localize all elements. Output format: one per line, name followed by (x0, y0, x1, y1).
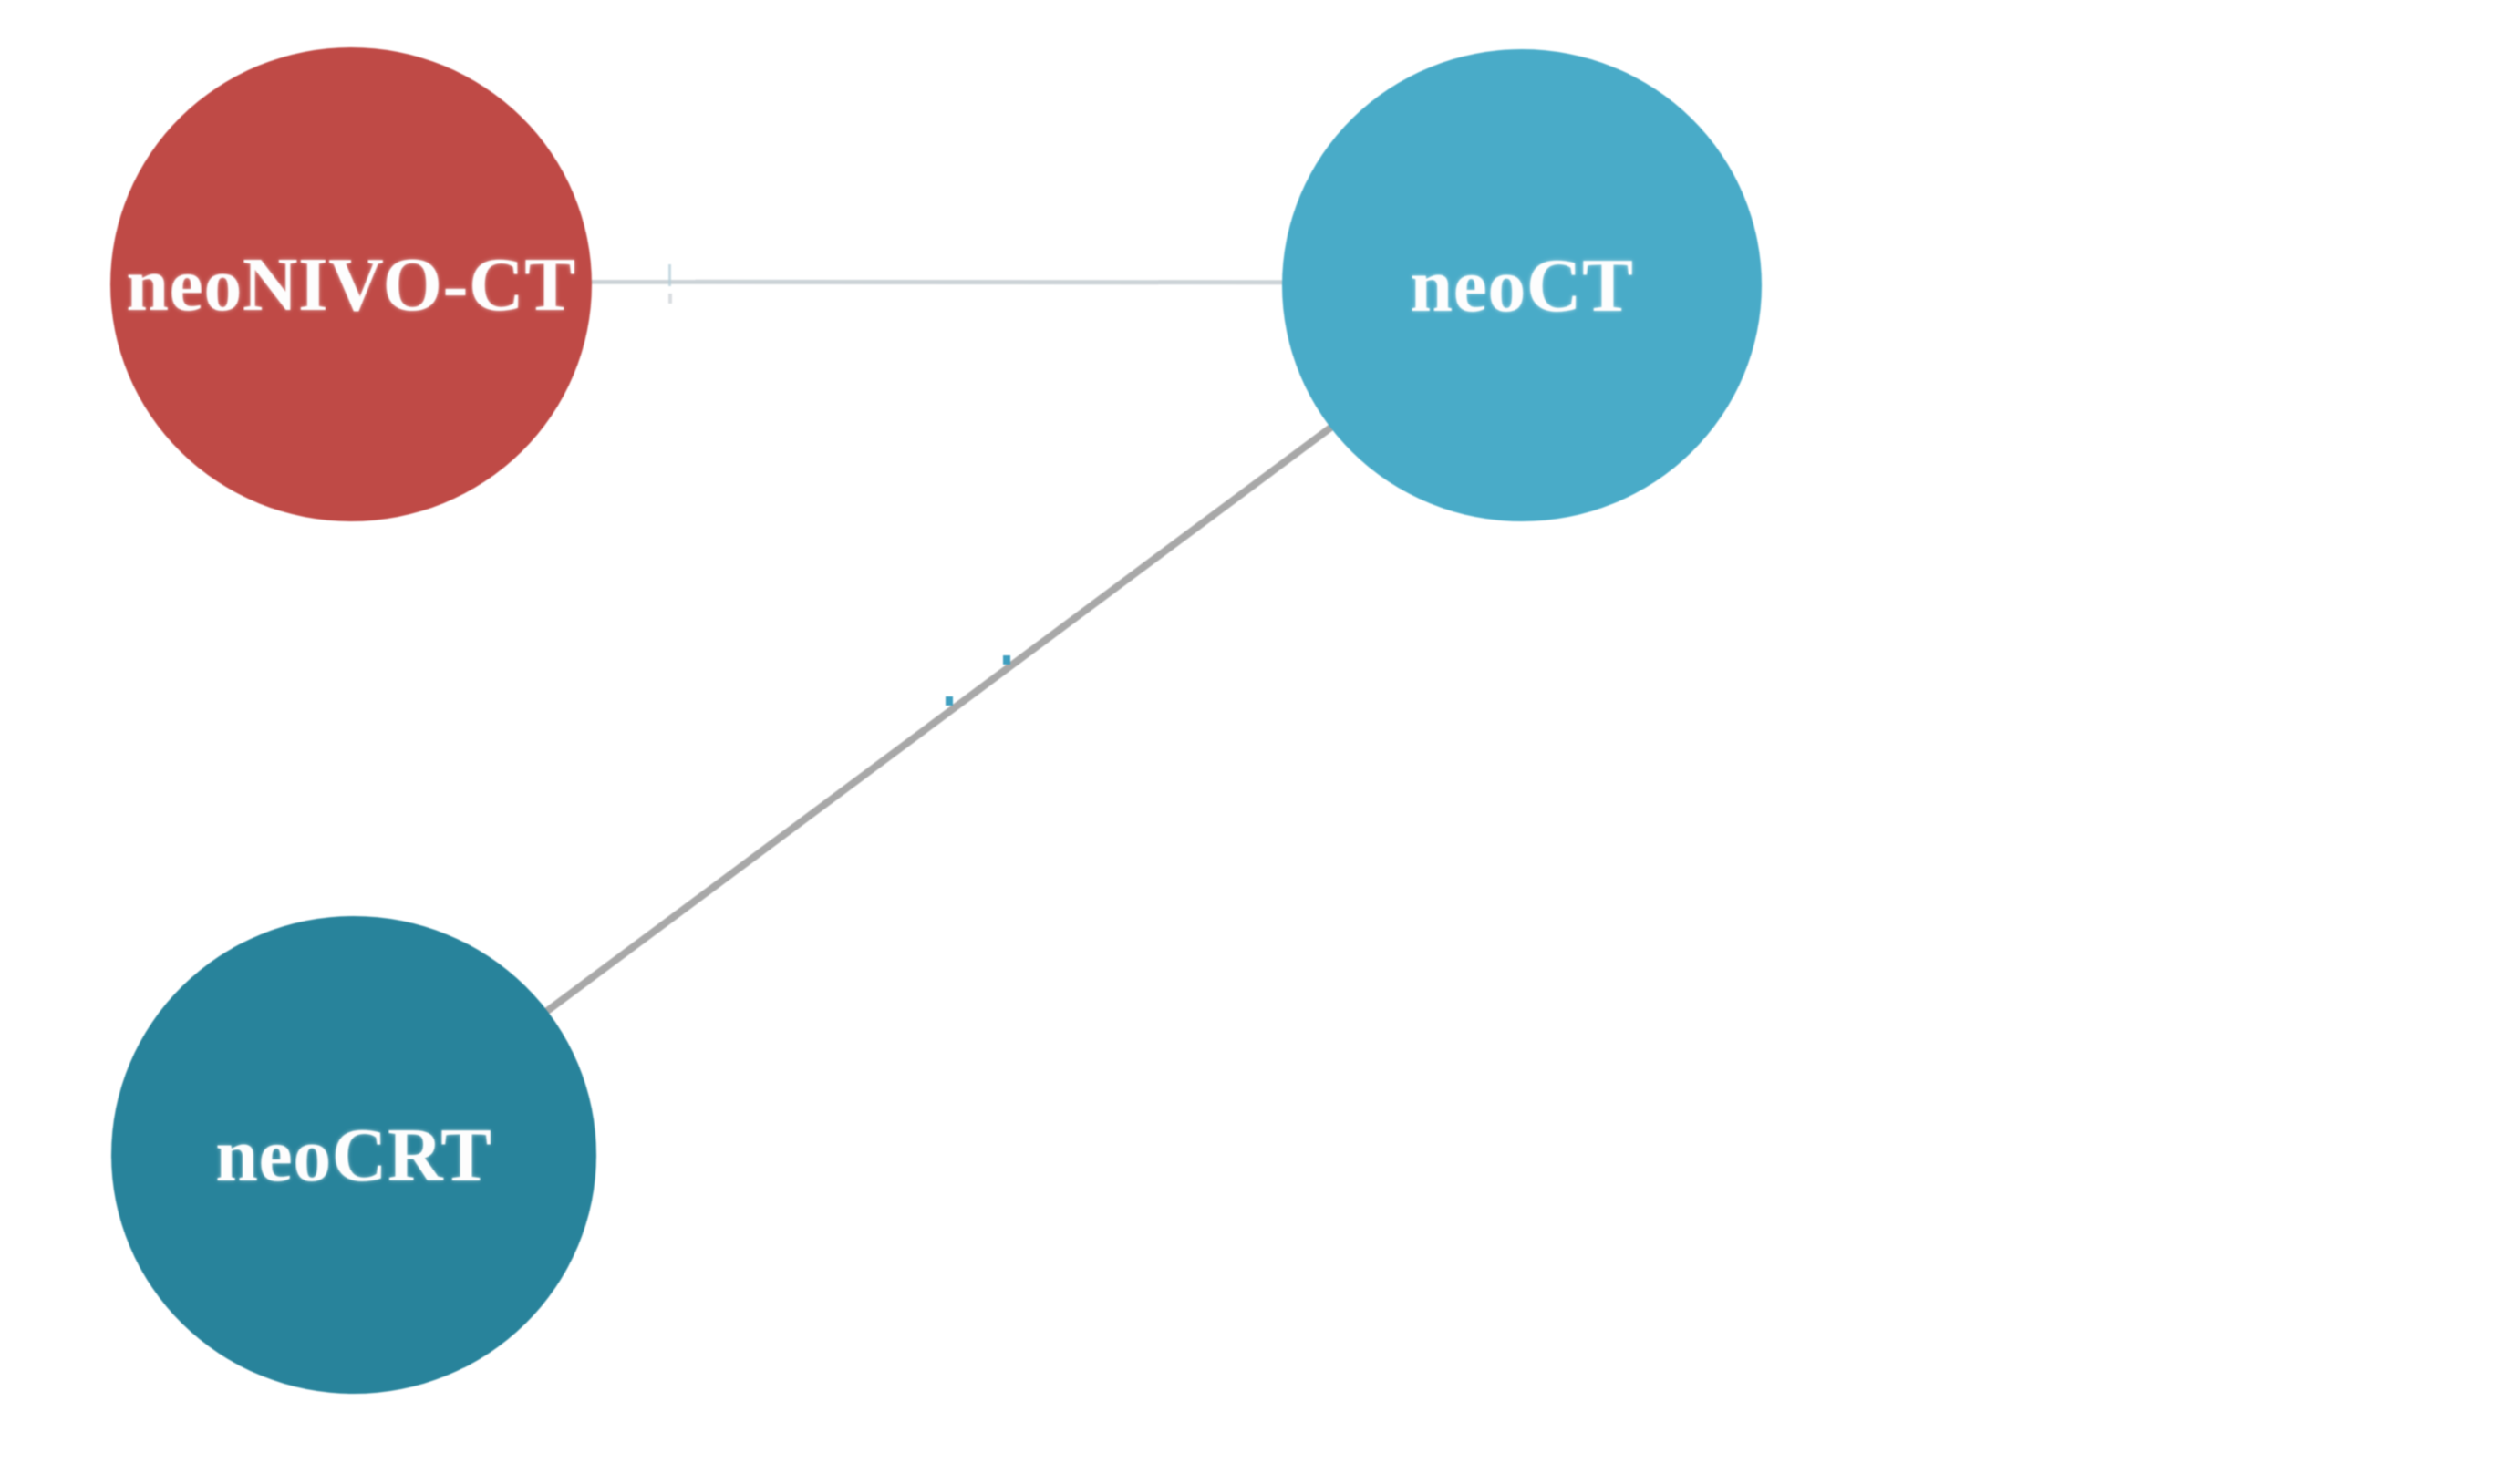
node-neonivo-ct-label: neoNIVO-CT (126, 242, 576, 327)
node-neoct-label: neoCT (1410, 242, 1634, 328)
edge-tick-artifact (668, 264, 671, 286)
diagonal-blue-speck-1 (1003, 655, 1010, 665)
diagonal-blue-speck-2 (946, 696, 953, 706)
node-neonivo-ct: neoNIVO-CT (110, 47, 592, 521)
edge-neocrt-neoct (351, 282, 1525, 1159)
edge-dot-artifact (668, 294, 672, 304)
node-neocrt-label: neoCRT (215, 1112, 492, 1198)
node-neocrt: neoCRT (111, 916, 596, 1394)
node-neoct: neoCT (1282, 49, 1762, 521)
